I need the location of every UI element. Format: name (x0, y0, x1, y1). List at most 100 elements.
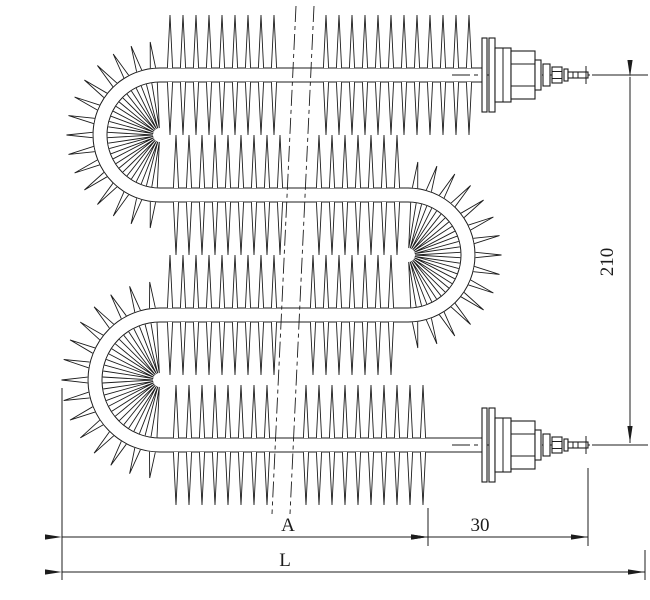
fin-spike (244, 14, 252, 69)
fin-spike (322, 81, 330, 136)
fin-spike (250, 201, 258, 256)
break-line-left (271, 5, 297, 515)
fin-spike (419, 451, 427, 506)
fin-spike (84, 172, 108, 191)
fin-spike (237, 201, 245, 256)
fin-spike (315, 201, 323, 256)
fin-spike (475, 251, 502, 259)
fin-spike (198, 134, 206, 189)
fin-spike (166, 14, 174, 69)
fin-spike (97, 65, 118, 87)
fin-spike (224, 451, 232, 506)
fin-spike (211, 384, 219, 439)
fin-spike (102, 376, 154, 384)
fin-spike (185, 134, 193, 189)
break-line-right (289, 5, 315, 515)
fin-spike (185, 201, 193, 256)
fin-spike (393, 451, 401, 506)
fin-spike (414, 230, 458, 253)
fin-spike (439, 81, 447, 136)
fin-spike (409, 204, 428, 249)
fin-spike (450, 185, 471, 207)
fin-spike (237, 384, 245, 439)
fin-spike (231, 254, 239, 309)
fin-spike (335, 254, 343, 309)
dimension-A: A (45, 388, 429, 580)
fin-spike (341, 451, 349, 506)
fin-spike (270, 81, 278, 136)
fin-spike (257, 14, 265, 69)
fin-spike (179, 81, 187, 136)
fin-spike (69, 406, 96, 421)
fin-spike (328, 384, 336, 439)
fin-spike (150, 386, 160, 438)
fin-spike (179, 254, 187, 309)
dimension-label-210: 210 (597, 248, 618, 277)
fin-spike (198, 201, 206, 256)
fin-spike (413, 81, 421, 136)
fin-spike (244, 81, 252, 136)
fin-spike (414, 256, 460, 270)
fin-spike (460, 292, 484, 311)
fin-spike (450, 303, 471, 325)
fin-spike (106, 353, 154, 378)
fin-spike (179, 14, 187, 69)
dimension-210: 210 (592, 60, 648, 446)
fin-spike (426, 14, 434, 69)
fin-spike (151, 82, 160, 129)
fin-spike (335, 81, 343, 136)
fin-spike (138, 324, 159, 374)
fin-spike (380, 134, 388, 189)
fin-spike (270, 254, 278, 309)
fin-spike (166, 254, 174, 309)
fin-spike (341, 384, 349, 439)
fin-spike (130, 198, 143, 225)
fin-spike (179, 321, 187, 376)
fin-spike (414, 251, 461, 259)
fin-spike (218, 81, 226, 136)
fin-spike (108, 136, 154, 150)
fin-spike (118, 384, 156, 425)
fin-spike (354, 134, 362, 189)
fin-spike (74, 96, 100, 111)
fin-spike (387, 81, 395, 136)
fin-spike (263, 451, 271, 506)
fin-spike (231, 81, 239, 136)
fin-spike (111, 343, 155, 377)
fin-spike (387, 321, 395, 376)
fin-spike (335, 14, 343, 69)
fin-spike (115, 101, 155, 132)
fin-spike (465, 81, 473, 136)
dimension-30: 30 (411, 468, 589, 546)
fin-spike (465, 14, 473, 69)
fin-spike (322, 321, 330, 376)
fin-spike (380, 384, 388, 439)
fin-spike (192, 81, 200, 136)
fin-spike (111, 383, 155, 417)
fin-spike (426, 81, 434, 136)
fin-spike (138, 386, 159, 436)
fin-spike (112, 53, 129, 79)
fin-spike (473, 265, 500, 275)
fin-spike (309, 321, 317, 376)
fin-spike (361, 14, 369, 69)
fin-spike (103, 381, 154, 396)
dimension-label-L: L (279, 550, 291, 571)
fin-spike (406, 451, 414, 506)
fin-spike (130, 45, 143, 72)
fin-spike (244, 254, 252, 309)
fin-spike (348, 81, 356, 136)
fin-spike (118, 335, 156, 376)
fin-spike (414, 240, 460, 254)
fin-spike (218, 321, 226, 376)
fin-spike (414, 257, 458, 280)
fin-spike (328, 451, 336, 506)
fin-spike (122, 93, 156, 131)
fin-spike (425, 165, 438, 192)
fin-spike (460, 199, 484, 218)
fin-spike (166, 81, 174, 136)
fin-spike (244, 321, 252, 376)
fin-spike (172, 134, 180, 189)
fin-spike (211, 201, 219, 256)
